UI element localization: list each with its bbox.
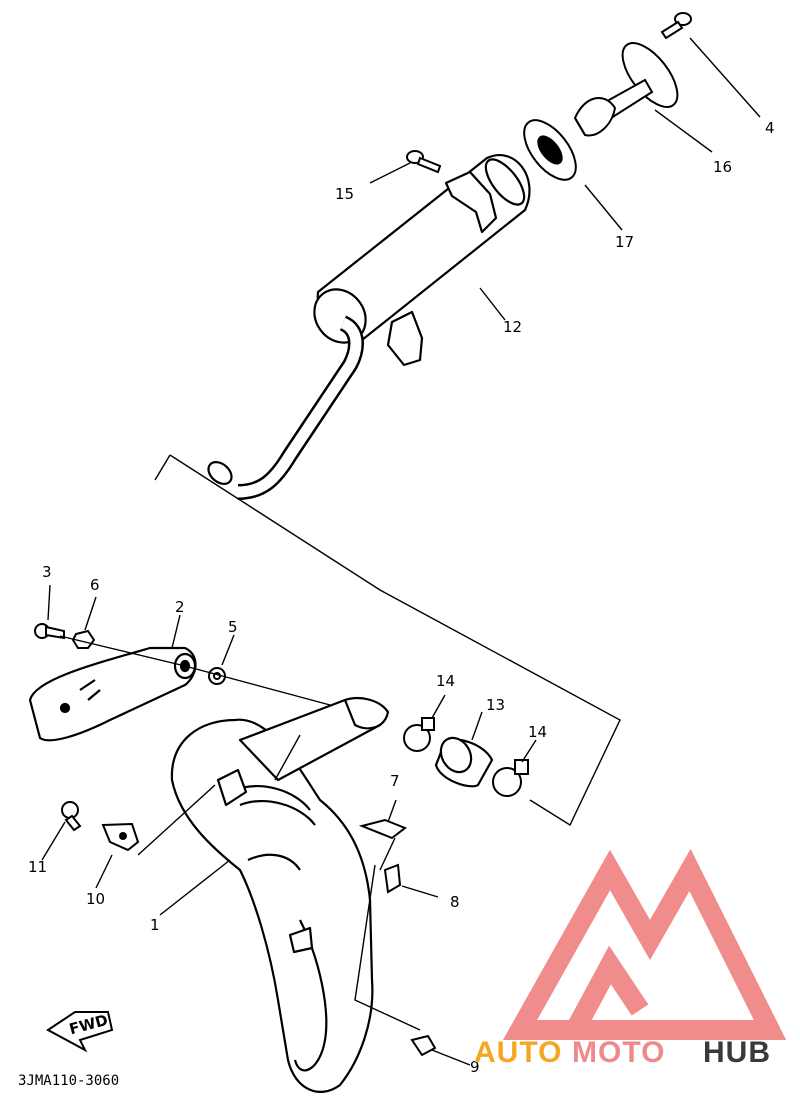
damper-7 xyxy=(358,818,408,840)
nut-9 xyxy=(410,1034,437,1057)
screw-8 xyxy=(383,863,402,894)
label-part-8: 8 xyxy=(450,893,460,911)
label-part-17: 17 xyxy=(615,233,634,251)
bolt-3 xyxy=(34,623,65,640)
part-labels: 4 16 17 12 15 3 6 2 5 14 13 14 7 8 9 10 … xyxy=(28,119,775,1076)
label-part-5: 5 xyxy=(228,618,238,636)
bolt-4 xyxy=(660,12,692,40)
nut-6 xyxy=(71,629,96,649)
label-part-4: 4 xyxy=(765,119,775,137)
label-part-7: 7 xyxy=(390,772,400,790)
gasket-17 xyxy=(523,119,577,181)
label-part-6: 6 xyxy=(90,576,100,594)
fwd-arrow-icon: FWD xyxy=(46,1011,114,1053)
watermark-hub: HUB xyxy=(703,1036,771,1069)
expansion-chamber-1 xyxy=(170,696,390,1093)
watermark-logo-icon xyxy=(502,848,787,1040)
label-part-3: 3 xyxy=(42,563,52,581)
watermark-moto: MOTO xyxy=(572,1036,665,1069)
label-part-9: 9 xyxy=(470,1058,480,1076)
label-part-11: 11 xyxy=(28,858,47,876)
clamp-14-lower xyxy=(492,759,529,797)
label-part-2: 2 xyxy=(175,598,185,616)
label-part-16: 16 xyxy=(713,158,732,176)
label-part-14-upper: 14 xyxy=(436,672,455,690)
leader-lines xyxy=(41,37,761,1066)
watermark-auto: AUTO xyxy=(474,1036,562,1069)
watermark-wordmark: AUTO MOTO HUB xyxy=(474,1036,771,1069)
label-part-13: 13 xyxy=(486,696,505,714)
bolt-11 xyxy=(61,801,82,832)
bracket-10 xyxy=(101,822,140,852)
spark-arrester-16 xyxy=(573,42,679,137)
muffler-assembly xyxy=(207,154,531,500)
label-part-15: 15 xyxy=(335,185,354,203)
joint-13 xyxy=(434,736,494,788)
label-part-14-lower: 14 xyxy=(528,723,547,741)
clamp-14-upper xyxy=(403,717,435,752)
label-part-10: 10 xyxy=(86,890,105,908)
connector-lines xyxy=(59,454,621,1031)
label-part-1: 1 xyxy=(150,916,160,934)
bolt-15 xyxy=(406,150,442,174)
bracket-2 xyxy=(28,646,197,742)
label-part-12: 12 xyxy=(503,318,522,336)
diagram-code: 3JMA110-3060 xyxy=(18,1073,119,1089)
